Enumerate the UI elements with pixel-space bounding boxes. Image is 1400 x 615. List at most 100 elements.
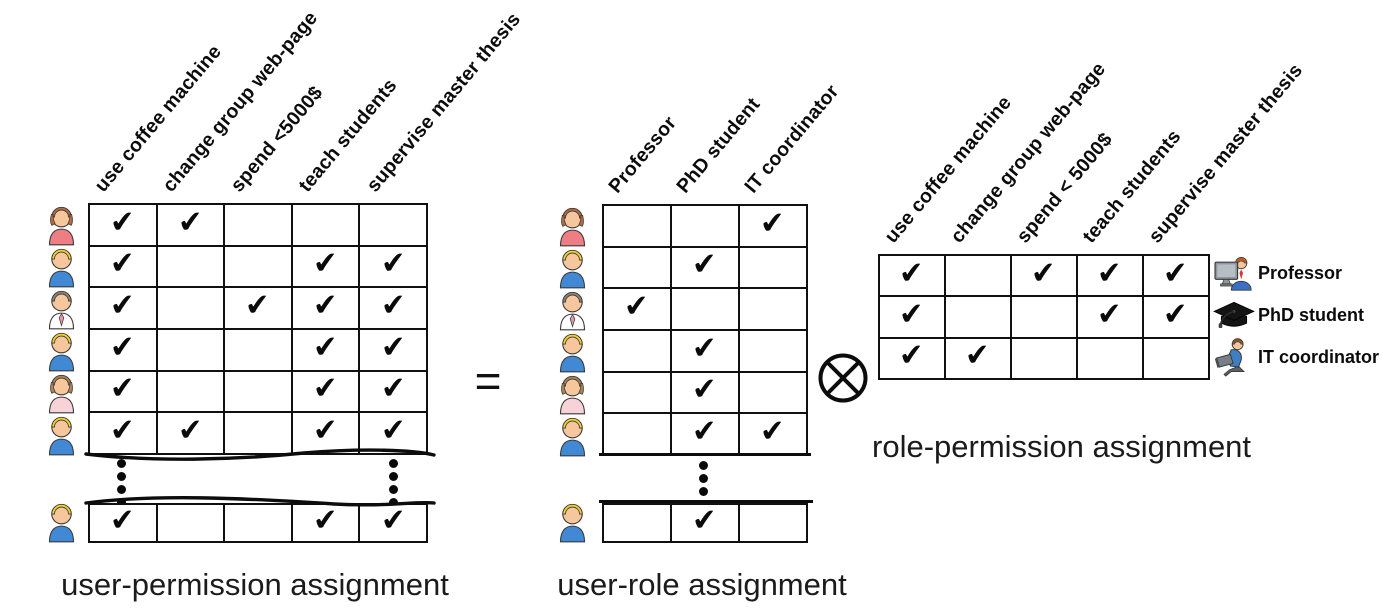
matrix-cell xyxy=(672,206,738,246)
check-mark-icon: ✔ xyxy=(108,502,137,539)
matrix-cell xyxy=(604,505,670,541)
matrix-cell: ✔ xyxy=(292,245,359,287)
matrix-cell: ✔ xyxy=(90,204,156,245)
user-role-grid: ✔✔✔✔✔✔✔ xyxy=(602,204,808,456)
professor-icon xyxy=(1212,254,1256,292)
check-mark-icon: ✔ xyxy=(379,287,407,324)
matrix-cell xyxy=(604,372,670,413)
hand-drawn-break-lines xyxy=(84,448,436,507)
check-mark-icon: ✔ xyxy=(311,412,340,449)
matrix-cell: ✔ xyxy=(672,330,738,371)
user-avatar-icon xyxy=(40,371,82,413)
check-mark-icon: ✔ xyxy=(311,370,340,408)
matrix-cell: ✔ xyxy=(157,412,224,453)
matrix-cell xyxy=(225,413,291,453)
matrix-cell xyxy=(740,289,806,329)
check-mark-icon: ✔ xyxy=(898,254,926,292)
matrix-cell: ✔ xyxy=(360,502,426,541)
user-permission-grid: ✔✔✔✔✔✔✔✔✔✔✔✔✔✔✔✔✔✔✔ xyxy=(88,203,428,455)
ellipsis-dots xyxy=(699,459,708,498)
user-role-tail-grid: ✔ xyxy=(602,502,808,543)
matrix-cell: ✔ xyxy=(672,413,738,454)
role-legend-row: IT coordinator xyxy=(1212,336,1379,378)
matrix-cell xyxy=(157,330,224,370)
phd-student-icon xyxy=(1212,297,1256,333)
user-permission-user-icons xyxy=(40,203,82,455)
matrix-cell xyxy=(157,246,224,287)
matrix-cell: ✔ xyxy=(880,296,944,337)
user-avatar-icon xyxy=(40,413,82,455)
matrix-cell: ✔ xyxy=(880,254,944,296)
matrix-cell xyxy=(604,414,670,454)
check-mark-icon: ✔ xyxy=(311,328,340,366)
role-label: PhD student xyxy=(1258,304,1364,325)
otimes-operator-icon xyxy=(818,353,868,403)
column-header: Professor xyxy=(604,112,681,198)
check-mark-icon: ✔ xyxy=(1162,254,1190,292)
matrix-cell: ✔ xyxy=(157,203,224,245)
matrix-cell: ✔ xyxy=(1012,255,1076,296)
check-mark-icon: ✔ xyxy=(379,328,407,366)
matrix-cell: ✔ xyxy=(740,205,806,246)
matrix-cell: ✔ xyxy=(740,413,806,454)
check-mark-icon: ✔ xyxy=(311,245,340,283)
matrix-cell xyxy=(157,288,224,328)
check-mark-icon: ✔ xyxy=(379,502,407,539)
user-avatar-icon xyxy=(40,245,82,287)
matrix-cell: ✔ xyxy=(292,287,359,328)
matrix-cell xyxy=(225,246,291,287)
check-mark-icon: ✔ xyxy=(311,287,340,324)
matrix-cell: ✔ xyxy=(225,287,291,328)
matrix-cell: ✔ xyxy=(672,247,738,288)
check-mark-icon: ✔ xyxy=(1096,296,1124,333)
thick-break-line xyxy=(599,499,813,503)
matrix-cell xyxy=(360,205,426,245)
role-label: IT coordinator xyxy=(1258,346,1379,367)
check-mark-icon: ✔ xyxy=(108,287,137,324)
user-role-caption: user-role assignment xyxy=(557,567,847,602)
check-mark-icon: ✔ xyxy=(379,370,407,408)
matrix-cell xyxy=(740,247,806,288)
check-mark-icon: ✔ xyxy=(759,413,787,450)
user-avatar-icon xyxy=(40,329,82,371)
check-mark-icon: ✔ xyxy=(1162,296,1190,333)
check-mark-icon: ✔ xyxy=(898,337,926,375)
it-coordinator-icon xyxy=(1212,336,1256,378)
user-avatar-icon xyxy=(551,372,593,414)
user-avatar-icon xyxy=(551,246,593,288)
matrix-cell xyxy=(946,256,1010,296)
user-permission-tail-grid: ✔✔✔ xyxy=(88,502,428,543)
check-mark-icon: ✔ xyxy=(176,203,205,241)
role-label: Professor xyxy=(1258,262,1343,283)
matrix-cell xyxy=(157,371,224,412)
user-avatar-icon xyxy=(551,288,593,330)
matrix-cell xyxy=(1144,338,1208,378)
matrix-cell: ✔ xyxy=(90,246,156,287)
column-header: use coffee machine xyxy=(880,91,1016,248)
check-mark-icon: ✔ xyxy=(244,287,272,324)
matrix-cell: ✔ xyxy=(1078,296,1142,337)
matrix-cell xyxy=(1078,338,1142,378)
matrix-cell: ✔ xyxy=(292,328,359,370)
role-legend-row: PhD student xyxy=(1212,294,1379,336)
user-role-user-icons xyxy=(551,204,593,456)
ellipsis-dots xyxy=(117,457,126,509)
matrix-cell xyxy=(1012,297,1076,337)
user-role-tail-user-icon xyxy=(551,500,593,542)
check-mark-icon: ✔ xyxy=(691,502,719,539)
matrix-cell: ✔ xyxy=(360,412,426,453)
thick-break-line xyxy=(599,452,811,456)
matrix-cell xyxy=(225,205,291,245)
matrix-cell xyxy=(225,505,291,541)
user-avatar-icon xyxy=(551,414,593,456)
column-header: IT coordinator xyxy=(740,80,844,198)
role-permission-caption: role-permission assignment xyxy=(872,429,1252,464)
matrix-cell: ✔ xyxy=(90,287,156,328)
matrix-cell: ✔ xyxy=(90,412,156,453)
matrix-cell: ✔ xyxy=(880,337,944,378)
matrix-cell: ✔ xyxy=(90,371,156,412)
matrix-cell: ✔ xyxy=(90,502,156,541)
check-mark-icon: ✔ xyxy=(898,296,926,333)
matrix-cell: ✔ xyxy=(672,372,738,413)
